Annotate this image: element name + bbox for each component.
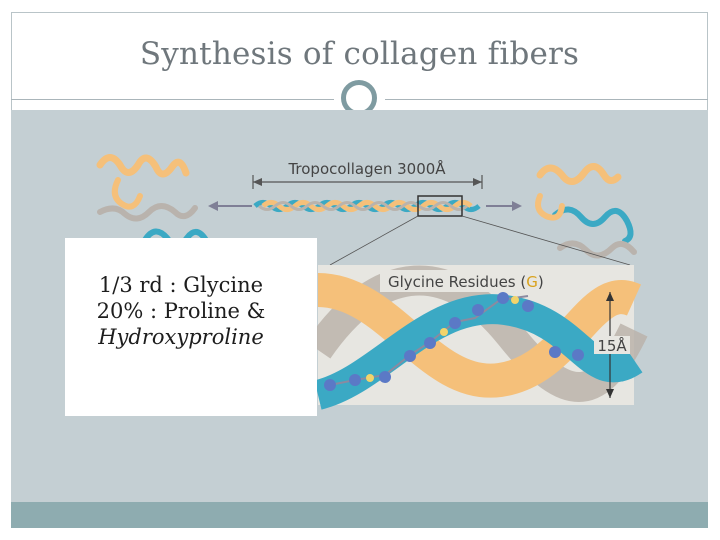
free-chain-teal-right <box>555 209 631 241</box>
zoom-guide-line-1 <box>330 216 418 265</box>
glycine-residue-ball <box>324 379 336 391</box>
bullet-list: 1/3 rd : Glycine 20% : Proline & Hydroxy… <box>65 272 297 350</box>
glycine-residue-marker <box>511 296 519 304</box>
magnified-helix-inset: Glycine Residues (G) 15Å <box>318 265 634 405</box>
glycine-residue-ball <box>424 337 436 349</box>
glycine-label-prefix: Glycine Residues ( <box>388 273 526 291</box>
tropocollagen-label: Tropocollagen 3000Å <box>287 159 446 178</box>
free-chain-gray-left <box>100 206 195 219</box>
zoom-guide-line-2 <box>462 216 630 265</box>
free-chain-gray-right <box>560 243 634 255</box>
glycine-residue-ball <box>379 371 391 383</box>
free-chain-orange-left <box>100 158 186 175</box>
glycine-residue-marker <box>366 374 374 382</box>
glycine-residue-ball <box>449 317 461 329</box>
glycine-residue-ball <box>472 304 484 316</box>
glycine-residue-ball <box>549 346 561 358</box>
glycine-residue-marker <box>440 328 448 336</box>
glycine-label-symbol: G <box>526 273 538 291</box>
length-arrowhead-right <box>473 178 482 186</box>
glycine-residue-ball <box>404 350 416 362</box>
bullet-proline: 20% : Proline & <box>65 298 297 324</box>
free-chain-orange-right-2 <box>538 196 562 218</box>
bullet-glycine: 1/3 rd : Glycine <box>65 272 297 298</box>
width-label: 15Å <box>597 336 627 355</box>
free-chain-orange-right <box>540 166 618 181</box>
glycine-residue-ball <box>349 374 361 386</box>
glycine-residue-ball <box>497 292 509 304</box>
glycine-label-suffix: ) <box>538 273 544 291</box>
pointer-left-head <box>208 201 218 211</box>
glycine-residue-ball <box>522 300 534 312</box>
length-arrowhead-left <box>253 178 262 186</box>
pointer-right-head <box>512 201 522 211</box>
glycine-residue-ball <box>572 349 584 361</box>
glycine-residues-label: Glycine Residues (G) <box>388 273 544 291</box>
bullet-hydroxyproline: Hydroxyproline <box>65 324 297 350</box>
free-chain-orange-left-2 <box>115 180 140 207</box>
